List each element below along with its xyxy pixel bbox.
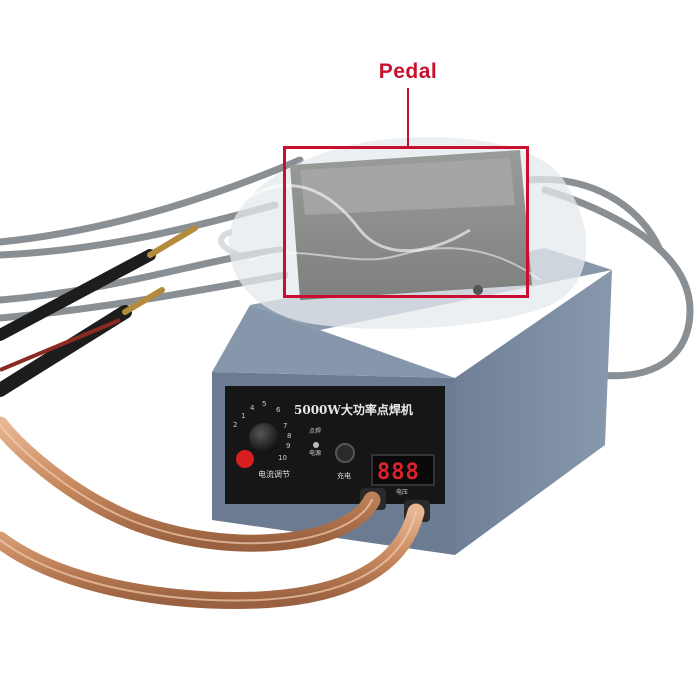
dial-number: 8 — [287, 432, 291, 440]
dial-number: 4 — [250, 404, 255, 412]
voltage-display — [371, 454, 435, 486]
pedal-callout-line — [407, 88, 409, 146]
electrode-leads — [0, 225, 198, 397]
indicator-led — [313, 442, 319, 448]
dial-number: 5 — [262, 400, 266, 408]
pedal-callout-label: Pedal — [378, 60, 438, 83]
display-value: 888 — [377, 460, 420, 485]
dial-number: 1 — [241, 412, 245, 420]
charge-caption: 充电 — [337, 471, 351, 480]
trigger-button[interactable] — [236, 450, 254, 468]
pedal-callout-box — [283, 146, 529, 298]
front-panel — [236, 423, 435, 522]
dial-number: 2 — [233, 421, 237, 429]
copper-cables — [0, 416, 425, 610]
display-caption: 电压 — [396, 488, 408, 496]
dial-number: 6 — [276, 406, 281, 414]
model-label: 5000W大功率点焊机 — [294, 402, 413, 417]
indicator-bottom-caption: 电源 — [309, 449, 321, 457]
dial-number: 10 — [278, 454, 287, 462]
dial-number: 9 — [286, 442, 290, 450]
indicator-top-caption: 点焊 — [309, 427, 321, 435]
charge-socket — [335, 443, 355, 463]
dial-number: 7 — [283, 422, 287, 430]
current-knob[interactable] — [249, 423, 279, 453]
dial-caption: 电流调节 — [258, 469, 290, 479]
foot-pedal — [218, 137, 587, 329]
